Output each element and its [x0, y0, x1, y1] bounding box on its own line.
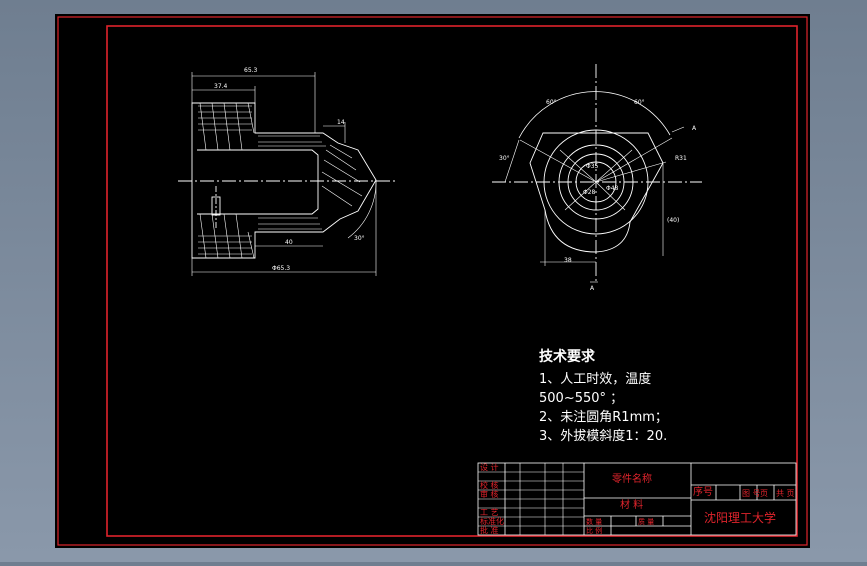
dim-top-inner: 37.4: [214, 83, 228, 90]
section-mark-top: A: [692, 125, 697, 132]
cell-drawing-no: 图 号: [742, 489, 761, 498]
title-block: [477, 462, 797, 536]
tb-row-3: 审 核: [480, 489, 499, 499]
section-mark-bottom: A: [590, 285, 595, 292]
dim-angle-left: 60°: [546, 99, 557, 106]
dim-side-height: (40): [667, 217, 679, 224]
dim-bottom-inner: 40: [285, 239, 293, 246]
tb-row-6: 批 准: [480, 525, 499, 535]
dim-angle: 30°: [354, 235, 365, 242]
tech-line-2: 500~550° ；: [539, 391, 623, 406]
radial-lines: [504, 126, 685, 283]
cell-page: 页: [760, 489, 768, 498]
dim-step: 14: [337, 119, 345, 126]
cell-mass: 质 量: [638, 517, 654, 526]
dim-top-overall: 65.3: [244, 67, 258, 74]
dimension-lines: [191, 72, 377, 276]
dim-angle-right: 60°: [634, 99, 645, 106]
tb-row-4: 工 艺: [480, 508, 499, 517]
tb-row-1: 设 计: [480, 462, 499, 472]
inner-frame: [106, 25, 798, 537]
tech-line-1: 1、人工时效，温度: [539, 371, 651, 387]
dim-d2: Φ48: [606, 185, 619, 192]
tb-row-2: 校 核: [480, 480, 499, 490]
inner-bore: [197, 149, 319, 215]
cell-total-pages: 共 页: [776, 489, 795, 498]
paper-background: [55, 14, 810, 548]
title-block-left-rows: [478, 463, 584, 535]
cell-scale: 比 例: [586, 526, 602, 535]
tech-title: 技术要求: [539, 348, 596, 365]
part-name: 零件名称: [612, 472, 652, 485]
part-outline: [191, 102, 377, 259]
dim-bottom-width: 38: [564, 257, 572, 264]
material-label: 材 料: [620, 498, 643, 511]
dim-d1: Φ35: [586, 163, 599, 170]
dim-bottom-overall: Φ65.3: [272, 265, 290, 272]
sequence-label: 序号: [693, 485, 713, 498]
school-name: 沈阳理工大学: [704, 510, 776, 525]
dim-side-left: 30°: [499, 155, 510, 162]
hatch-regions: [198, 102, 363, 259]
dim-radius: R31: [675, 155, 687, 162]
outer-border: [57, 16, 808, 546]
dim-d3: Φ28: [583, 189, 596, 196]
angle-arc: [518, 91, 671, 139]
left-view-section: 65.3 37.4 14 40 Φ65.3 30°: [178, 67, 398, 276]
tech-line-3: 2、未注圆角R1mm；: [539, 410, 668, 425]
tech-line-4: 3、外拔模斜度1：20.: [539, 428, 667, 444]
title-block-text: 设 计 校 核 审 核 工 艺 标准化 批 准 零件名称 材 料 序号 图 号 …: [480, 462, 795, 535]
cell-quantity: 数 量: [586, 517, 602, 526]
technical-requirements: 技术要求 1、人工时效，温度 500~550° ； 2、未注圆角R1mm； 3、…: [539, 348, 668, 444]
right-view: 60° 60° 30° R31 38 (40) Φ35 Φ48 Φ28 A A: [492, 64, 702, 292]
tb-row-5: 标准化: [480, 516, 504, 526]
